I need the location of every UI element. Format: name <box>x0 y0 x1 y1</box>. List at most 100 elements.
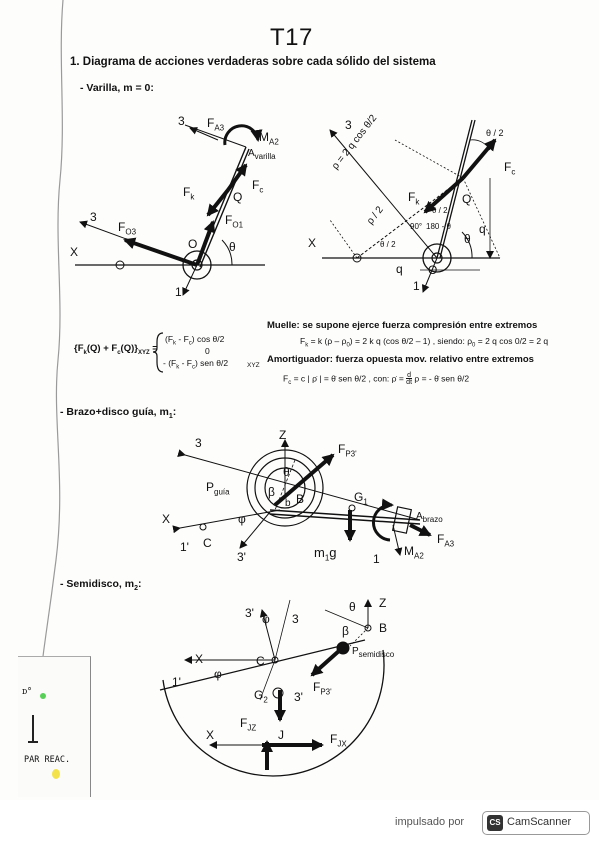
varilla-left-diagram <box>75 124 265 296</box>
label-1-left: 1 <box>175 285 182 299</box>
label-z-semi: Z <box>379 596 387 610</box>
label-theta-semi: θ <box>349 600 356 614</box>
subsection-semidisco: - Semidisco, m2: <box>60 578 142 593</box>
green-dot <box>40 693 46 699</box>
camscanner-logo-icon: CS <box>487 815 503 831</box>
eq-row3: - (Fk - Fc) sen θ/2 <box>163 358 229 371</box>
label-q-left: Q <box>233 190 243 204</box>
label-halftheta-mid: θ / 2 <box>432 206 448 215</box>
brazo-diagram <box>172 439 432 556</box>
force-fo3 <box>123 237 198 267</box>
handwritten-stroke <box>32 715 34 741</box>
label-g1: G1 <box>354 490 368 507</box>
label-1-right: 1 <box>413 279 420 293</box>
page-title: T17 <box>270 24 313 51</box>
label-x-left: X <box>70 245 79 259</box>
label-j: J <box>278 728 284 742</box>
label-o-left: O <box>188 237 198 251</box>
label-3-semi: 3 <box>292 612 299 626</box>
label-c-brazo: C <box>203 536 212 550</box>
label-fc-right: Fc <box>504 160 516 177</box>
label-phi-semi-top: φ <box>262 612 270 626</box>
label-ma2: MA2 <box>259 130 279 147</box>
equation-braces <box>152 332 164 373</box>
label-180-theta: 180 - θ <box>426 222 451 231</box>
handwritten-text: PAR REAC. <box>24 755 71 765</box>
label-1-brazo: 1 <box>373 552 380 566</box>
eq-rhs-xyz: XYZ <box>247 362 260 369</box>
label-theta-brazo: θ <box>283 465 290 479</box>
label-fk-right: Fk <box>408 190 420 207</box>
label-x2-semi: X <box>206 728 215 742</box>
label-b-big: B <box>296 492 305 506</box>
muelle-title: Muelle: se supone ejerce fuerza compresi… <box>267 320 538 331</box>
varilla-right-diagram <box>322 119 501 293</box>
label-q-right: Q <box>462 192 472 206</box>
yellow-dot <box>52 769 60 779</box>
label-3p-semi: 3' <box>294 690 303 704</box>
label-fp3-brazo: FP3' <box>338 442 357 459</box>
label-ma2-brazo: MA2 <box>404 544 424 561</box>
label-1p-semi: 1' <box>172 675 181 689</box>
axis-1 <box>182 264 198 296</box>
label-halftheta-top: θ / 2 <box>486 128 504 138</box>
label-fp3-semi: FP3' <box>313 680 332 697</box>
handwritten-mark: ᴅ° <box>22 687 32 697</box>
force-fc <box>226 163 248 192</box>
label-b-small: b <box>285 498 291 509</box>
semidisco-diagram <box>159 599 385 777</box>
force-fk <box>206 188 230 217</box>
camscanner-brand: CamScanner <box>507 816 572 828</box>
label-3-top: 3 <box>178 114 185 128</box>
muelle-eq: Fk = k (ρ – ρ0) = 2 k q (cos θ/2 – 1) , … <box>300 336 549 349</box>
label-phi-semi: φ <box>214 667 222 681</box>
label-beta-brazo: β <box>268 485 275 499</box>
subsection-brazo: - Brazo+disco guía, m1: <box>60 406 177 421</box>
label-x-right: X <box>308 236 317 250</box>
label-x-brazo: X <box>162 512 171 526</box>
label-theta-right: θ <box>464 232 471 246</box>
label-avarilla: Avarilla <box>248 148 276 161</box>
amort-eq: Fc = c | ρ̇ | = θ̇ sen θ/2 , con: ρ̇ = d… <box>283 372 470 386</box>
label-b-semi: B <box>379 621 388 635</box>
label-fjz: FJZ <box>240 716 257 733</box>
label-m1g: m1g <box>314 545 337 563</box>
eq-lhs: {Fk(Q) + Fc(Q)}XYZ = <box>74 343 158 356</box>
label-3-mid: 3 <box>90 210 97 224</box>
label-3p-brazo: 3' <box>237 550 246 564</box>
label-fjx: FJX <box>330 732 347 749</box>
label-3-brazo: 3 <box>195 436 202 450</box>
moment-ma2 <box>223 124 263 146</box>
amort-title: Amortiguador: fuerza opuesta mov. relati… <box>267 354 534 365</box>
label-z-brazo: Z <box>279 428 287 442</box>
label-beta-semi: β <box>342 624 349 638</box>
label-fa3-brazo: FA3 <box>437 532 455 549</box>
label-o-right: O <box>428 263 438 277</box>
eq-row2: 0 <box>205 346 210 356</box>
force-fo1 <box>195 220 216 266</box>
pivot-o <box>182 250 212 280</box>
label-fk-left: Fk <box>183 185 195 202</box>
label-1p-brazo: 1' <box>180 540 189 554</box>
label-3-right: 3 <box>345 118 352 132</box>
label-x-semi: X <box>195 652 204 666</box>
subsection-varilla: - Varilla, m = 0: <box>80 82 154 94</box>
label-fc-left: Fc <box>252 178 264 195</box>
label-abrazo: Abrazo <box>416 511 443 524</box>
label-3p-semi-top: 3' <box>245 606 254 620</box>
label-fo1: FO1 <box>225 213 244 230</box>
scanned-page <box>0 0 599 800</box>
label-psemidisco: Psemidisco <box>352 646 395 659</box>
label-90: 90° <box>410 222 423 231</box>
section-heading: 1. Diagrama de acciones verdaderas sobre… <box>70 56 436 68</box>
label-pguia: Pguía <box>206 480 230 497</box>
camscanner-badge[interactable]: CS CamScanner <box>482 811 590 835</box>
label-q-bottom: q <box>396 262 403 276</box>
footer-powered-by: impulsado por <box>395 816 465 828</box>
label-halftheta-low: θ / 2 <box>380 240 396 249</box>
handwritten-note: ᴅ° PAR REAC. <box>18 656 91 797</box>
label-g2: G2 <box>254 688 268 705</box>
label-fo3: FO3 <box>118 220 137 237</box>
label-fa3: FA3 <box>207 116 225 133</box>
